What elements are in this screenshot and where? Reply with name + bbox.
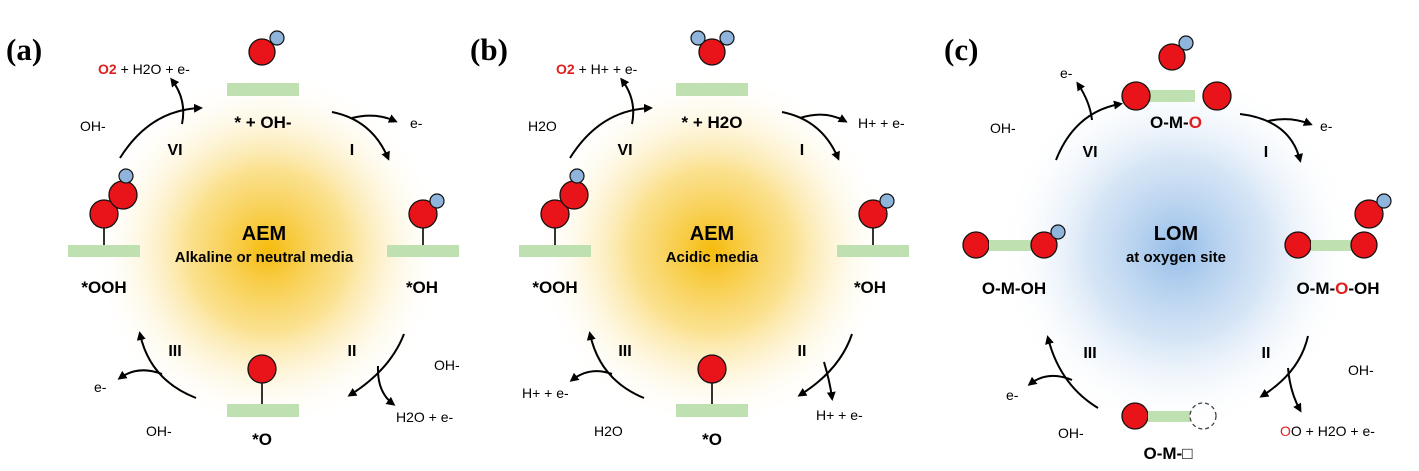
panel-c-step-6-in: OH- [990,120,1016,136]
panel-a-right-adsorbate [387,193,459,257]
panel-a-arrow-step-2-out [376,365,396,406]
panel-a-top-adsorbate [227,30,299,96]
panel-c-subtitle: at oxygen site [1126,249,1226,266]
panel-b-title: AEM [690,223,734,245]
panel-b-step-6-rest: + H+ + e- [575,61,638,77]
panel-b-arrow-step-6 [569,103,653,159]
panel-b-state-left: *OOH [532,278,577,297]
panel-c-step-1-out: e- [1320,118,1333,134]
panel-a-step-6-in: OH- [80,118,106,134]
panel-a-bottom-adsorbate [227,354,299,417]
panel-a-step-2-out: H2O + e- [396,409,454,425]
panel-b-left-adsorbate [519,168,591,257]
panel-c-arrow-step-1 [1239,113,1303,163]
panel-a-glow [90,70,446,430]
panel-b-arrow-step-6-out [620,77,635,125]
panel-b-step-3-in: H2O [594,423,623,439]
panel-c-arrow-step-2-out [1287,367,1302,413]
panel-a-state-bottom: *O [252,430,272,449]
panel-a-title: AEM [242,223,286,245]
panel-a-subtitle: Alkaline or neutral media [175,249,354,266]
panel-a-step-1-out: e- [410,115,423,131]
panel-b-subtitle: Acidic media [666,249,759,266]
panel-a-step-3-out: e- [94,379,107,395]
panel-a-arrow-step-2 [347,333,405,397]
panel-c-step-6-out: e- [1060,65,1073,81]
panel-a-left-adsorbate [68,168,140,257]
panel-a-step-1: I [350,142,354,159]
panel-a-step-6: VI [167,142,182,159]
panel-c-arrow-step-6-out [1076,81,1093,121]
panel-b-arrow-step-3-out [569,370,613,382]
panel-c-step-1: I [1264,144,1268,161]
panel-a-state-top: * + OH- [234,113,291,132]
panel-a-step-6-o2: O2 [98,61,117,77]
panel-c-arrow-step-3-out [1027,374,1073,386]
panel-a-arrow-step-6-out [170,77,185,125]
panel-a-arrow-step-1-out [351,114,398,123]
panel-c-step-2: II [1262,345,1271,362]
panel-c: (c) LOM at oxygen site O-M-O O-M-O-OH O-… [944,32,1392,463]
panel-c-step-6: VI [1082,144,1097,161]
panel-b-step-1-out: H+ + e- [858,115,905,131]
panel-c-top-adsorbate [1121,35,1232,111]
panel-a-arrow-step-1 [331,111,390,161]
panel-b-arrow-step-2 [797,333,853,397]
panel-c-bottom-adsorbate [1121,402,1217,430]
panel-a-state-left: *OOH [81,278,126,297]
panel-c-arrow-step-2 [1259,335,1309,398]
panel-c-state-right: O-M-O-OH [1296,279,1379,298]
panel-a-arrow-step-3-out [117,369,163,380]
panel-b-step-2-out: H+ + e- [816,407,863,423]
panel-c-step-3-out: e- [1006,387,1019,403]
panel-a-state-right: *OH [406,278,438,297]
panel-b-step-6-in: H2O [528,118,557,134]
panel-b-step-1: I [800,142,804,159]
panel-b-step-6-o2: O2 [556,61,575,77]
panel-a-step-6-rest: + H2O + e- [117,61,190,77]
panel-b-top-adsorbate [676,30,748,96]
panel-c-step-2-in: OH- [1348,362,1374,378]
panel-c-title: LOM [1154,223,1198,245]
panel-b-step-3: III [618,343,631,360]
panel-a-step-2-in: OH- [434,357,460,373]
panel-a: (a) AEM Alkaline or neutral media * + OH… [6,30,460,449]
panel-a-label: (a) [6,32,42,67]
panel-b-step-3-out: H+ + e- [522,385,569,401]
panel-b-step-6-out: O2 + H+ + e- [556,61,638,77]
panel-b-glow [532,70,892,430]
panel-c-state-top: O-M-O [1150,113,1202,132]
panel-b-step-2: II [798,343,807,360]
panel-c-arrow-step-6 [1055,100,1123,161]
panel-c-step-3-in: OH- [1058,425,1084,441]
panel-a-step-6-out: O2 + H2O + e- [98,61,190,77]
panel-c-step-2-out: OO + H2O + e- [1280,423,1375,439]
panel-b-state-bottom: *O [702,430,722,449]
panel-a-step-2: II [348,343,357,360]
panel-c-label: (c) [944,32,978,67]
panel-b-label: (b) [470,32,508,67]
panel-b-arrow-step-1-out [799,113,848,123]
panel-b-state-right: *OH [854,278,886,297]
panel-c-state-left: O-M-OH [982,279,1046,298]
panel-b-bottom-adsorbate [676,354,748,417]
panel-c-arrow-step-1-out [1267,117,1313,126]
panel-a-arrow-step-6 [119,103,203,159]
panel-c-state-bottom: O-M-□ [1144,444,1193,463]
panel-c-step-3: III [1083,345,1096,362]
panel-b-state-top: * + H2O [682,113,743,132]
panel-b: (b) AEM Acidic media * + H2O *OH *O [470,30,909,449]
panel-b-right-adsorbate [837,193,909,257]
panel-a-step-3: III [168,343,181,360]
panel-b-step-6: VI [617,142,632,159]
panel-a-step-3-in: OH- [146,423,172,439]
panel-c-glow [998,68,1358,432]
panel-b-arrow-step-1 [781,111,840,161]
panel-c-left-adsorbate [962,224,1066,259]
panel-b-arrow-step-2-out [823,361,836,401]
panel-c-right-adsorbate [1284,193,1392,259]
